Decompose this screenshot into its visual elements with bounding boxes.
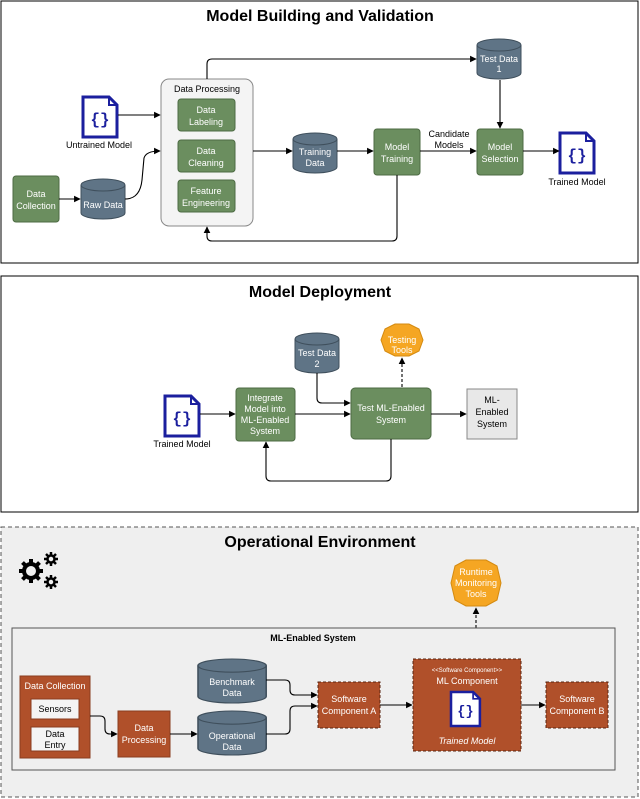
svg-text:Model into: Model into [244,404,286,414]
deploy-trained-model-icon [163,394,201,438]
test-system-node: Test ML-Enabled System [350,387,432,440]
edge-processing-to-testdata [206,55,477,79]
section-title-building: Model Building and Validation [206,8,434,25]
candidate-models-label: Candidate [428,129,469,139]
ml-enabled-system-node: ML- Enabled System [466,388,518,440]
svg-text:Collection: Collection [16,201,56,211]
section-model-building: Model Building and Validation Data Proce… [0,0,639,264]
raw-data-db [80,178,126,220]
data-collection-node: Data Collection [12,175,60,223]
svg-text:ML-: ML- [484,395,500,405]
section-operational-environment: Operational Environment [0,526,639,798]
edge-raw-to-processing [124,147,161,200]
svg-text:Test Data: Test Data [480,54,518,64]
sensors-label: Sensors [38,704,72,714]
svg-text:Data: Data [45,729,64,739]
svg-text:Data: Data [222,688,241,698]
svg-text:Test Data: Test Data [298,348,336,358]
svg-text:Software: Software [559,694,595,704]
svg-text:Data: Data [26,189,45,199]
op-data-collection-node: Data Collection Sensors Data Entry [19,675,91,759]
section-title-deployment: Model Deployment [249,284,392,301]
edge-testdata2-to-test [316,373,351,407]
svg-text:Tools: Tools [465,589,487,599]
svg-text:Enabled: Enabled [475,407,508,417]
svg-text:Component B: Component B [549,706,604,716]
edge-training-feedback [203,175,398,242]
svg-text:1: 1 [496,64,501,74]
svg-text:Selection: Selection [481,154,518,164]
svg-text:Data Collection: Data Collection [24,681,85,691]
svg-text:Models: Models [434,140,464,150]
svg-text:Feature: Feature [190,186,221,196]
svg-text:Model: Model [385,142,410,152]
svg-text:Entry: Entry [44,740,66,750]
svg-text:Integrate: Integrate [247,393,283,403]
svg-text:Monitoring: Monitoring [455,578,497,588]
data-labeling-node: Data Labeling [177,98,236,132]
testing-tools-node: Testing Tools [380,323,424,357]
svg-text:Data: Data [222,742,241,752]
svg-text:System: System [477,419,507,429]
svg-text:Benchmark: Benchmark [209,677,255,687]
edge-collection-to-processing [90,715,118,738]
svg-text:Cleaning: Cleaning [188,158,224,168]
svg-text:<<Software Component>>: <<Software Component>> [432,668,503,674]
model-selection-node: Model Selection [476,128,524,176]
integrate-node: Integrate Model into ML-Enabled System [235,387,296,442]
svg-text:ML-Enabled: ML-Enabled [241,415,290,425]
software-component-b-node: Software Component B [545,681,609,729]
svg-text:2: 2 [314,359,319,369]
svg-text:Trained Model: Trained Model [153,439,210,449]
svg-text:Data: Data [134,723,153,733]
model-training-node: Model Training [373,128,421,176]
svg-text:Operational: Operational [209,731,256,741]
svg-text:Labeling: Labeling [189,117,223,127]
svg-text:Processing: Processing [122,735,167,745]
gears-icon [19,552,58,589]
ml-enabled-system-frame [11,627,616,771]
section-title-operational: Operational Environment [224,534,416,551]
svg-text:Trained Model: Trained Model [439,736,497,746]
svg-text:Engineering: Engineering [182,198,230,208]
trained-model-icon [558,131,596,175]
svg-text:Training: Training [381,154,413,164]
svg-text:System: System [376,415,406,425]
raw-data-label: Raw Data [83,200,123,210]
ml-component-node: <<Software Component>> ML Component Trai… [412,658,522,752]
svg-text:Component A: Component A [322,706,377,716]
untrained-model-icon [81,95,119,139]
runtime-monitoring-tools-node: Runtime Monitoring Tools [450,559,502,607]
software-component-a-node: Software Component A [317,681,381,729]
edge-test-feedback [262,439,392,482]
section-model-deployment: Model Deployment Trained Model Integrate… [0,275,639,513]
feature-engineering-node: Feature Engineering [177,179,236,213]
svg-text:Data: Data [305,158,324,168]
svg-text:Testing: Testing [388,335,417,345]
op-data-processing-node: Data Processing [117,710,171,758]
ml-component-model-icon [449,690,482,728]
data-cleaning-node: Data Cleaning [177,139,236,173]
svg-text:Data: Data [196,146,215,156]
ml-enabled-system-label: ML-Enabled System [270,633,356,643]
edge-benchmark-to-component-a [266,679,318,699]
svg-text:System: System [250,426,280,436]
trained-model-label: Trained Model [548,177,605,187]
svg-text:Runtime: Runtime [459,567,493,577]
svg-text:Tools: Tools [391,345,413,355]
svg-text:Software: Software [331,694,367,704]
untrained-model-label: Untrained Model [66,140,132,150]
svg-text:Test ML-Enabled: Test ML-Enabled [357,403,425,413]
data-processing-label: Data Processing [174,84,240,94]
svg-text:Training: Training [299,147,331,157]
svg-text:ML Component: ML Component [436,676,498,686]
svg-text:Data: Data [196,105,215,115]
svg-text:Model: Model [488,142,513,152]
edge-operational-to-component-a [266,702,318,735]
